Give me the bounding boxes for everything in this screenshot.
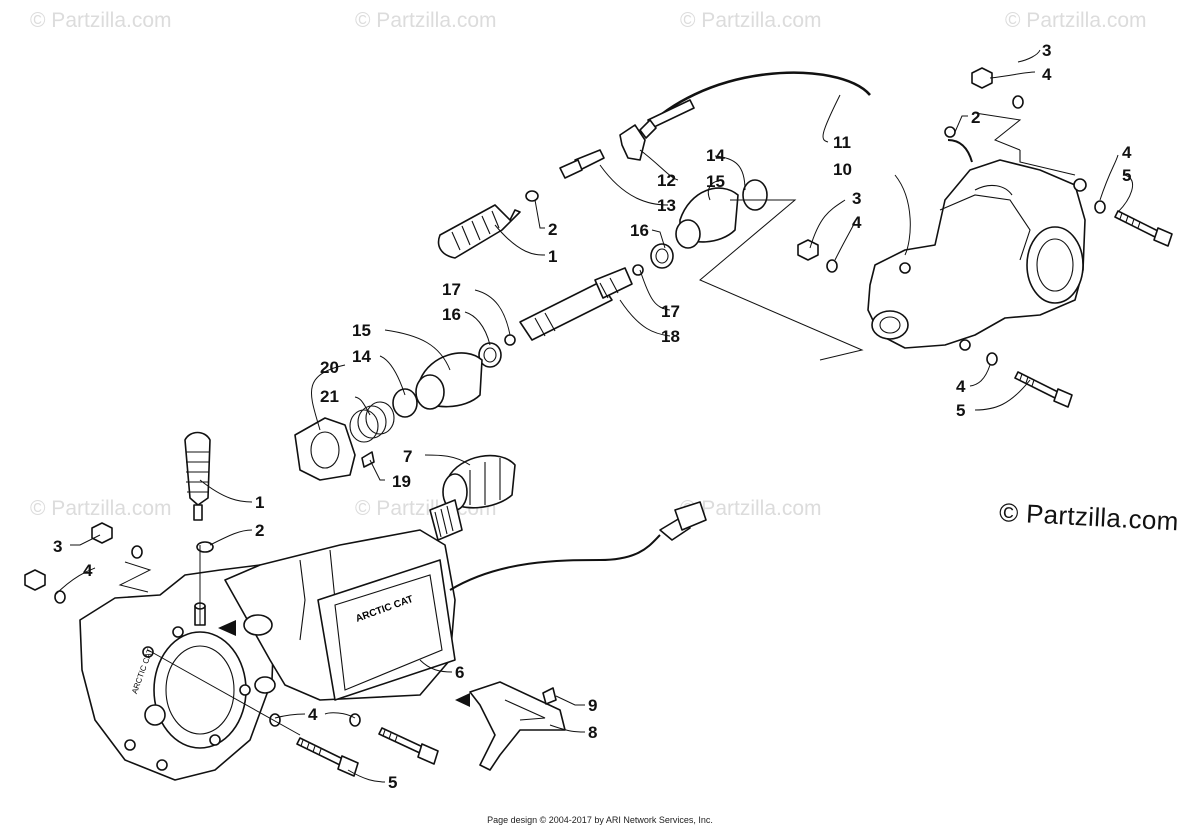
callout-10: 10 — [833, 160, 852, 179]
nut-icon — [24, 569, 46, 591]
seal-boot-upper — [632, 179, 768, 276]
assembly-guides — [118, 112, 1022, 736]
cable-clevis — [559, 124, 646, 179]
nut-icon — [971, 67, 993, 89]
bolt-lower-1 — [296, 737, 359, 777]
leader-lines — [54, 49, 1134, 783]
callout-11: 11 — [833, 133, 851, 152]
watermarks: © Partzilla.com © Partzilla.com © Partzi… — [30, 9, 1147, 520]
shift-cable — [633, 71, 973, 163]
bolt-lower-2 — [378, 727, 439, 765]
watermark-text: © Partzilla.com — [680, 9, 822, 32]
callout-9: 9 — [588, 696, 597, 715]
callout-5: 5 — [956, 401, 965, 420]
callout-2: 2 — [971, 108, 980, 127]
watermark-text: © Partzilla.com — [30, 497, 172, 520]
washer-icon — [131, 545, 143, 559]
seal-boot-middle — [294, 342, 502, 481]
callouts: 1 2 12 13 14 15 16 17 18 17 16 15 14 20 … — [53, 41, 1132, 792]
callout-4: 4 — [1042, 65, 1052, 84]
washer-icon — [1012, 95, 1024, 109]
watermark-text: © Partzilla.com — [680, 497, 822, 520]
nut-icon — [797, 239, 819, 261]
washer-icon — [986, 352, 998, 366]
callout-7: 7 — [403, 447, 412, 466]
callout-20: 20 — [320, 358, 339, 377]
callout-15: 15 — [352, 321, 371, 340]
callout-17: 17 — [442, 280, 461, 299]
washer-icon — [269, 713, 281, 727]
washer-icon — [826, 259, 838, 273]
callout-17: 17 — [661, 302, 680, 321]
callout-1: 1 — [255, 493, 264, 512]
callout-16: 16 — [442, 305, 461, 324]
footer-credit: Page design © 2004-2017 by ARI Network S… — [487, 815, 713, 825]
callout-5: 5 — [388, 773, 397, 792]
callout-6: 6 — [455, 663, 464, 682]
bolt-upper-right — [1114, 210, 1173, 247]
callout-21: 21 — [320, 387, 339, 406]
callout-4: 4 — [308, 705, 318, 724]
callout-12: 12 — [657, 171, 676, 190]
arrow-marker-icon — [218, 620, 236, 636]
boot-upper — [437, 204, 521, 259]
nut-washer-group-lower — [24, 522, 361, 727]
callout-3: 3 — [1042, 41, 1051, 60]
clip-icon — [944, 126, 956, 138]
screw-icon — [361, 451, 375, 468]
callout-16: 16 — [630, 221, 649, 240]
callout-1: 1 — [548, 247, 557, 266]
callout-2: 2 — [255, 521, 264, 540]
callout-2: 2 — [548, 220, 557, 239]
boot-lower — [184, 431, 214, 553]
bolt-lower-right — [1014, 371, 1073, 408]
watermark-text: © Partzilla.com — [1005, 9, 1147, 32]
bracket — [469, 681, 566, 771]
callout-15: 15 — [706, 172, 725, 191]
callout-4: 4 — [1122, 143, 1132, 162]
callout-4: 4 — [83, 561, 93, 580]
boot-7 — [442, 454, 516, 511]
nut-icon — [91, 522, 113, 544]
callout-3: 3 — [53, 537, 62, 556]
callout-19: 19 — [392, 472, 411, 491]
callout-3: 3 — [852, 189, 861, 208]
rear-gear-case — [867, 150, 1087, 351]
watermark-text: © Partzilla.com — [30, 9, 172, 32]
callout-4: 4 — [956, 377, 966, 396]
callout-14: 14 — [706, 146, 725, 165]
transmission-housing: ARCTIC CAT ARCTIC CAT — [79, 499, 463, 781]
callout-18: 18 — [661, 327, 680, 346]
callout-4: 4 — [852, 213, 862, 232]
input-shaft — [504, 267, 633, 346]
callout-8: 8 — [588, 723, 597, 742]
gear-position-sensor-harness — [449, 501, 707, 591]
nut-washer-group-upper — [797, 67, 1106, 366]
callout-14: 14 — [352, 347, 371, 366]
callout-13: 13 — [657, 196, 676, 215]
watermark-text: © Partzilla.com — [355, 9, 497, 32]
screw-icon — [542, 687, 557, 705]
callout-5: 5 — [1122, 166, 1131, 185]
clip-icon — [525, 190, 539, 202]
washer-icon — [1094, 200, 1106, 214]
arrow-marker-icon — [455, 693, 470, 707]
washer-icon — [54, 590, 66, 604]
